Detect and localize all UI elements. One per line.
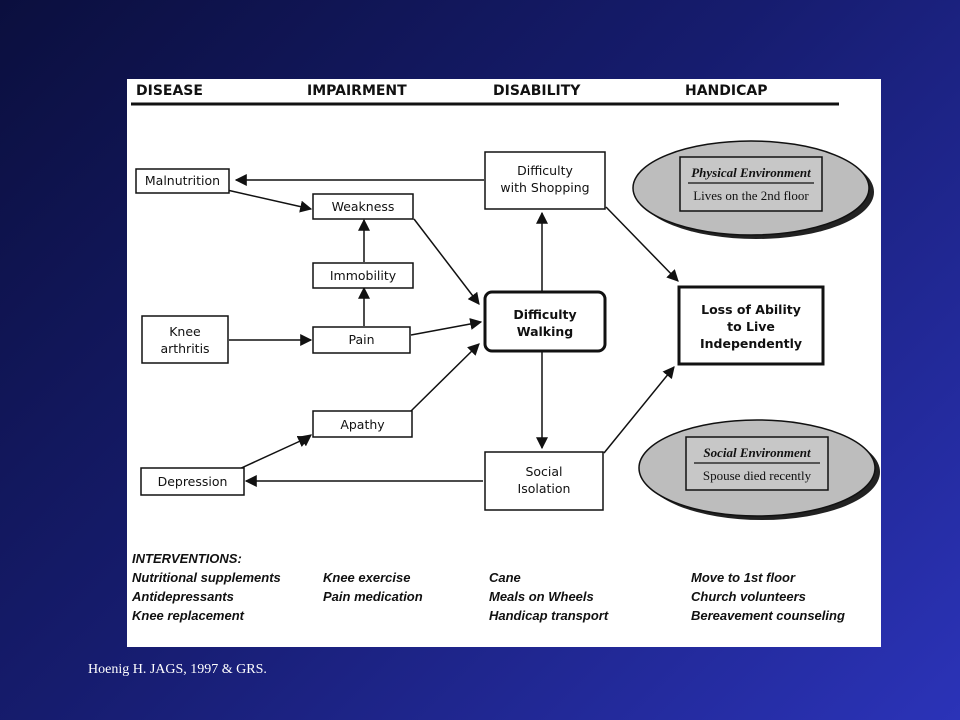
social-isolation-line1: Social bbox=[525, 464, 562, 479]
difficulty-shopping-line1: Difficulty bbox=[517, 163, 573, 178]
header-impairment: IMPAIRMENT bbox=[307, 83, 407, 99]
depression-box bbox=[140, 467, 245, 496]
knee-arthritis-line2: arthritis bbox=[160, 341, 209, 356]
apathy-label: Apathy bbox=[340, 417, 385, 432]
social-env-detail: Spouse died recently bbox=[703, 468, 812, 483]
header-handicap: HANDICAP bbox=[685, 83, 767, 99]
arrow-depression-to-apathy bbox=[236, 436, 311, 471]
connectors bbox=[226, 174, 679, 487]
difficulty-walking-line2: Walking bbox=[517, 324, 574, 339]
diagram-panel: DISEASE IMPAIRMENT DISABILITY HANDICAP M… bbox=[127, 79, 881, 647]
citation: Hoenig H. JAGS, 1997 & GRS. bbox=[88, 662, 267, 677]
pain-label: Pain bbox=[348, 332, 374, 347]
knee-arthritis-box bbox=[141, 315, 229, 364]
difficulty-walking-box bbox=[483, 290, 607, 353]
diagram-svg: DISEASE IMPAIRMENT DISABILITY HANDICAP M… bbox=[131, 83, 880, 623]
intervention-disease-3: Knee replacement bbox=[132, 608, 245, 623]
difficulty-shopping-box bbox=[484, 151, 606, 210]
malnutrition-label: Malnutrition bbox=[145, 173, 220, 188]
interventions-heading: INTERVENTIONS: bbox=[132, 551, 242, 566]
arrow-isolation-to-loss bbox=[603, 366, 675, 454]
immobility-box bbox=[312, 262, 414, 289]
social-env-title: Social Environment bbox=[703, 445, 811, 460]
arrow-pain-to-walking bbox=[410, 318, 483, 336]
intervention-handicap-1: Move to 1st floor bbox=[691, 570, 796, 585]
weakness-label: Weakness bbox=[332, 199, 395, 214]
header-disease: DISEASE bbox=[136, 83, 203, 99]
intervention-disability-3: Handicap transport bbox=[489, 608, 609, 623]
intervention-disease-2: Antidepressants bbox=[131, 589, 234, 604]
intervention-disability-2: Meals on Wheels bbox=[489, 589, 594, 604]
intervention-impairment-2: Pain medication bbox=[323, 589, 423, 604]
intervention-disease-1: Nutritional supplements bbox=[132, 570, 281, 585]
social-isolation-box bbox=[484, 451, 604, 511]
physical-env-detail: Lives on the 2nd floor bbox=[693, 188, 809, 203]
header-disability: DISABILITY bbox=[493, 83, 581, 99]
intervention-disability-1: Cane bbox=[489, 570, 521, 585]
intervention-impairment-1: Knee exercise bbox=[323, 570, 410, 585]
loss-of-ability-line2: to Live bbox=[727, 319, 775, 334]
arrow-malnutrition-to-weakness bbox=[226, 189, 313, 213]
knee-arthritis-line1: Knee bbox=[169, 324, 201, 339]
loss-of-ability-line1: Loss of Ability bbox=[701, 302, 801, 317]
difficulty-shopping-line2: with Shopping bbox=[500, 180, 589, 195]
intervention-handicap-2: Church volunteers bbox=[691, 589, 806, 604]
arrow-apathy-to-walking bbox=[410, 343, 480, 412]
arrow-shopping-to-loss bbox=[605, 206, 679, 282]
apathy-box bbox=[312, 410, 413, 438]
weakness-box bbox=[312, 193, 414, 220]
physical-env-box bbox=[679, 156, 823, 212]
difficulty-walking-line1: Difficulty bbox=[513, 307, 576, 322]
depression-label: Depression bbox=[158, 474, 228, 489]
loss-of-ability-box bbox=[677, 285, 825, 366]
intervention-handicap-3: Bereavement counseling bbox=[691, 608, 845, 623]
social-isolation-line2: Isolation bbox=[518, 481, 571, 496]
arrow-weakness-to-walking bbox=[413, 218, 480, 305]
pain-box bbox=[312, 326, 411, 354]
physical-env-title: Physical Environment bbox=[691, 165, 811, 180]
loss-of-ability-line3: Independently bbox=[700, 336, 802, 351]
immobility-label: Immobility bbox=[330, 268, 397, 283]
malnutrition-box bbox=[135, 168, 230, 194]
